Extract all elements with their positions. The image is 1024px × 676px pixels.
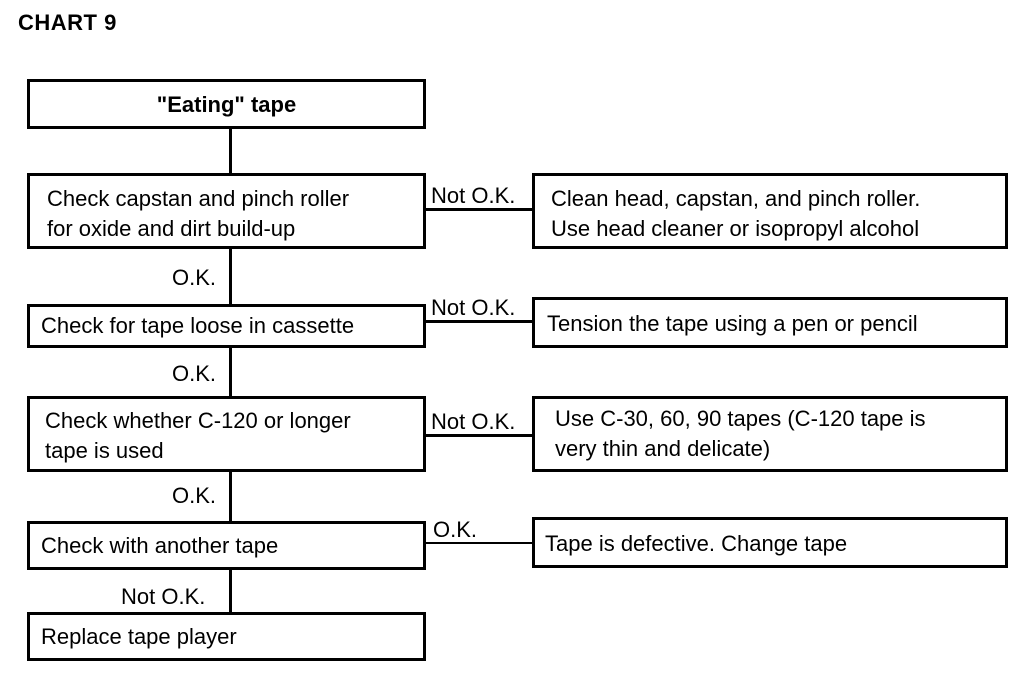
check-length-line-2: tape is used (45, 438, 164, 463)
check-length-line-1: Check whether C-120 or longer (45, 408, 351, 433)
connector-start-to-capstan (229, 129, 232, 173)
label-ok-loose: O.K. (172, 361, 217, 386)
tension-box: Tension the tape using a pen or pencil (532, 297, 1008, 348)
check-length-box: Check whether C-120 or longer tape is us… (27, 396, 426, 472)
check-capstan-line-2: for oxide and dirt build-up (47, 216, 296, 241)
connector-loose-to-length (229, 348, 232, 396)
connector-capstan-to-clean (426, 208, 532, 211)
connector-another-to-replace (229, 570, 232, 612)
label-not-ok-loose: Not O.K. (431, 295, 516, 320)
connector-capstan-to-loose (229, 249, 232, 304)
clean-head-box: Clean head, capstan, and pinch roller. U… (532, 173, 1008, 249)
check-capstan-line-1: Check capstan and pinch roller (47, 186, 350, 211)
check-another-box: Check with another tape (27, 521, 426, 570)
connector-another-to-defective (426, 542, 532, 544)
label-ok-length: O.K. (172, 483, 217, 508)
label-ok-another: O.K. (433, 517, 478, 542)
check-loose-box: Check for tape loose in cassette (27, 304, 426, 348)
defective-box: Tape is defective. Change tape (532, 517, 1008, 568)
connector-length-to-tapes (426, 434, 532, 437)
label-ok-capstan: O.K. (172, 265, 217, 290)
clean-head-line-2: Use head cleaner or isopropyl alcohol (551, 216, 920, 241)
label-not-ok-another: Not O.K. (121, 584, 206, 609)
replace-player-box: Replace tape player (27, 612, 426, 661)
label-not-ok-capstan: Not O.K. (431, 183, 516, 208)
label-not-ok-length: Not O.K. (431, 409, 516, 434)
chart-title: CHART 9 (18, 10, 117, 35)
start-box: "Eating" tape (27, 79, 426, 129)
clean-head-line-1: Clean head, capstan, and pinch roller. (551, 186, 921, 211)
use-tapes-line-2: very thin and delicate) (555, 436, 771, 461)
connector-length-to-another (229, 472, 232, 521)
connector-loose-to-tension (426, 320, 532, 323)
use-tapes-box: Use C-30, 60, 90 tapes (C-120 tape is ve… (532, 396, 1008, 472)
check-capstan-box: Check capstan and pinch roller for oxide… (27, 173, 426, 249)
use-tapes-line-1: Use C-30, 60, 90 tapes (C-120 tape is (555, 406, 926, 431)
